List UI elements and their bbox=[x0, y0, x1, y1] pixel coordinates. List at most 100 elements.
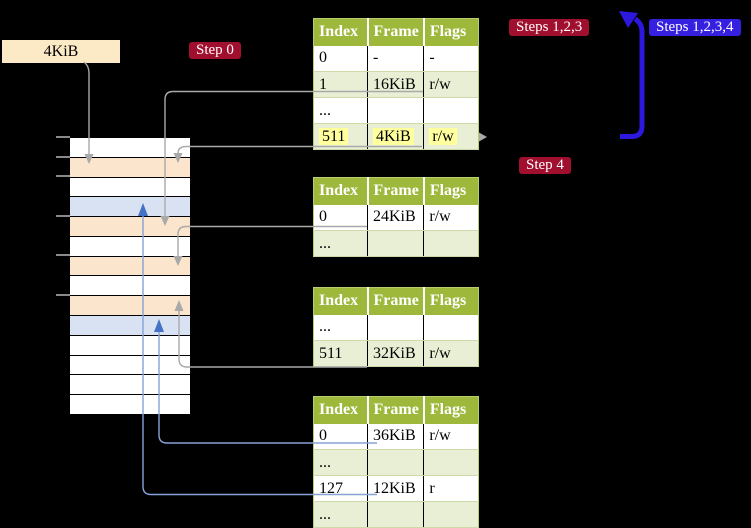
memory-row bbox=[70, 395, 190, 414]
table-cell: ... bbox=[313, 501, 368, 528]
table-cell: - bbox=[423, 45, 480, 72]
table-cell bbox=[367, 97, 425, 124]
table-row: ... bbox=[313, 97, 480, 124]
memory-row bbox=[70, 375, 190, 396]
table-row: 0-- bbox=[313, 45, 480, 72]
steps1234-badge: Steps 1,2,3,4 bbox=[649, 19, 741, 36]
memory-row bbox=[70, 197, 190, 218]
table-cell bbox=[423, 314, 480, 341]
memory-tick bbox=[56, 294, 70, 296]
column-header: Flags bbox=[423, 18, 480, 46]
table-cell: 0 bbox=[313, 204, 368, 231]
memory-stack bbox=[70, 138, 190, 414]
memory-row bbox=[70, 236, 190, 257]
table-row: ... bbox=[313, 230, 480, 257]
column-header: Index bbox=[313, 396, 369, 424]
table-cell bbox=[423, 230, 480, 257]
column-header: Flags bbox=[423, 396, 480, 424]
table-row: 511 4KiB r/w bbox=[313, 123, 480, 150]
table-cell bbox=[367, 314, 425, 341]
column-header: Frame bbox=[367, 18, 425, 46]
table-cell: 127 bbox=[313, 475, 368, 502]
memory-row bbox=[70, 276, 190, 297]
column-header: Frame bbox=[367, 396, 425, 424]
table-cell: ... bbox=[313, 230, 368, 257]
table-cell bbox=[367, 449, 425, 476]
table-cell: r/w bbox=[423, 204, 480, 231]
table-cell: 32KiB bbox=[367, 340, 425, 367]
step0-badge: Step 0 bbox=[189, 42, 241, 59]
table-cell: ... bbox=[313, 314, 368, 341]
memory-row bbox=[70, 177, 190, 198]
memory-tick bbox=[56, 254, 70, 256]
table-cell: 0 bbox=[313, 423, 368, 450]
table-cell bbox=[423, 449, 480, 476]
memory-tick bbox=[56, 156, 70, 158]
memory-tick bbox=[56, 175, 70, 177]
table-cell: r bbox=[423, 475, 480, 502]
column-header: Index bbox=[313, 177, 369, 205]
highlighted-value: 511 bbox=[319, 127, 349, 145]
memory-row bbox=[70, 355, 190, 376]
table-cell bbox=[423, 97, 480, 124]
highlighted-value: 4KiB bbox=[373, 127, 414, 145]
column-header: Frame bbox=[367, 177, 425, 205]
table-cell: 0 bbox=[313, 45, 368, 72]
memory-row bbox=[70, 138, 190, 158]
arrowhead-right-icon bbox=[479, 132, 487, 142]
table-cell: r/w bbox=[423, 71, 480, 98]
steps-loop-arrow bbox=[620, 16, 645, 139]
table-cell: 511 bbox=[313, 123, 368, 150]
table-cell: - bbox=[367, 45, 425, 72]
step4-badge: Step 4 bbox=[519, 157, 571, 174]
memory-row bbox=[70, 335, 190, 356]
table-cell: 12KiB bbox=[367, 475, 425, 502]
table-row: ... bbox=[313, 501, 480, 528]
table-cell: r/w bbox=[423, 340, 480, 367]
memory-row bbox=[70, 217, 190, 237]
memory-row bbox=[70, 157, 190, 178]
memory-tick bbox=[56, 215, 70, 217]
table-cell: 16KiB bbox=[367, 71, 425, 98]
table-row: ... bbox=[313, 314, 480, 341]
table-cell: 24KiB bbox=[367, 204, 425, 231]
table-cell: ... bbox=[313, 449, 368, 476]
memory-row bbox=[70, 256, 190, 277]
steps123-badge: Steps 1,2,3 bbox=[509, 19, 590, 36]
table-cell bbox=[423, 501, 480, 528]
memory-tick bbox=[56, 136, 70, 138]
memory-row bbox=[70, 316, 190, 336]
table-row: ... bbox=[313, 449, 480, 476]
table-cell: r/w bbox=[423, 423, 480, 450]
table-cell bbox=[367, 230, 425, 257]
table-cell: 4KiB bbox=[367, 123, 425, 150]
frame-size-box: 4KiB bbox=[2, 40, 120, 63]
column-header: Frame bbox=[367, 287, 425, 315]
table-cell: ... bbox=[313, 97, 368, 124]
table-cell: 36KiB bbox=[367, 423, 425, 450]
column-header: Flags bbox=[423, 177, 480, 205]
column-header: Index bbox=[313, 18, 369, 46]
table-cell: 511 bbox=[313, 340, 368, 367]
table-cell: 1 bbox=[313, 71, 368, 98]
table-cell: r/w bbox=[423, 123, 480, 150]
arrowhead-upleft-icon bbox=[619, 11, 638, 28]
column-header: Flags bbox=[423, 287, 480, 315]
memory-row bbox=[70, 296, 190, 317]
column-header: Index bbox=[313, 287, 369, 315]
table-cell bbox=[367, 501, 425, 528]
